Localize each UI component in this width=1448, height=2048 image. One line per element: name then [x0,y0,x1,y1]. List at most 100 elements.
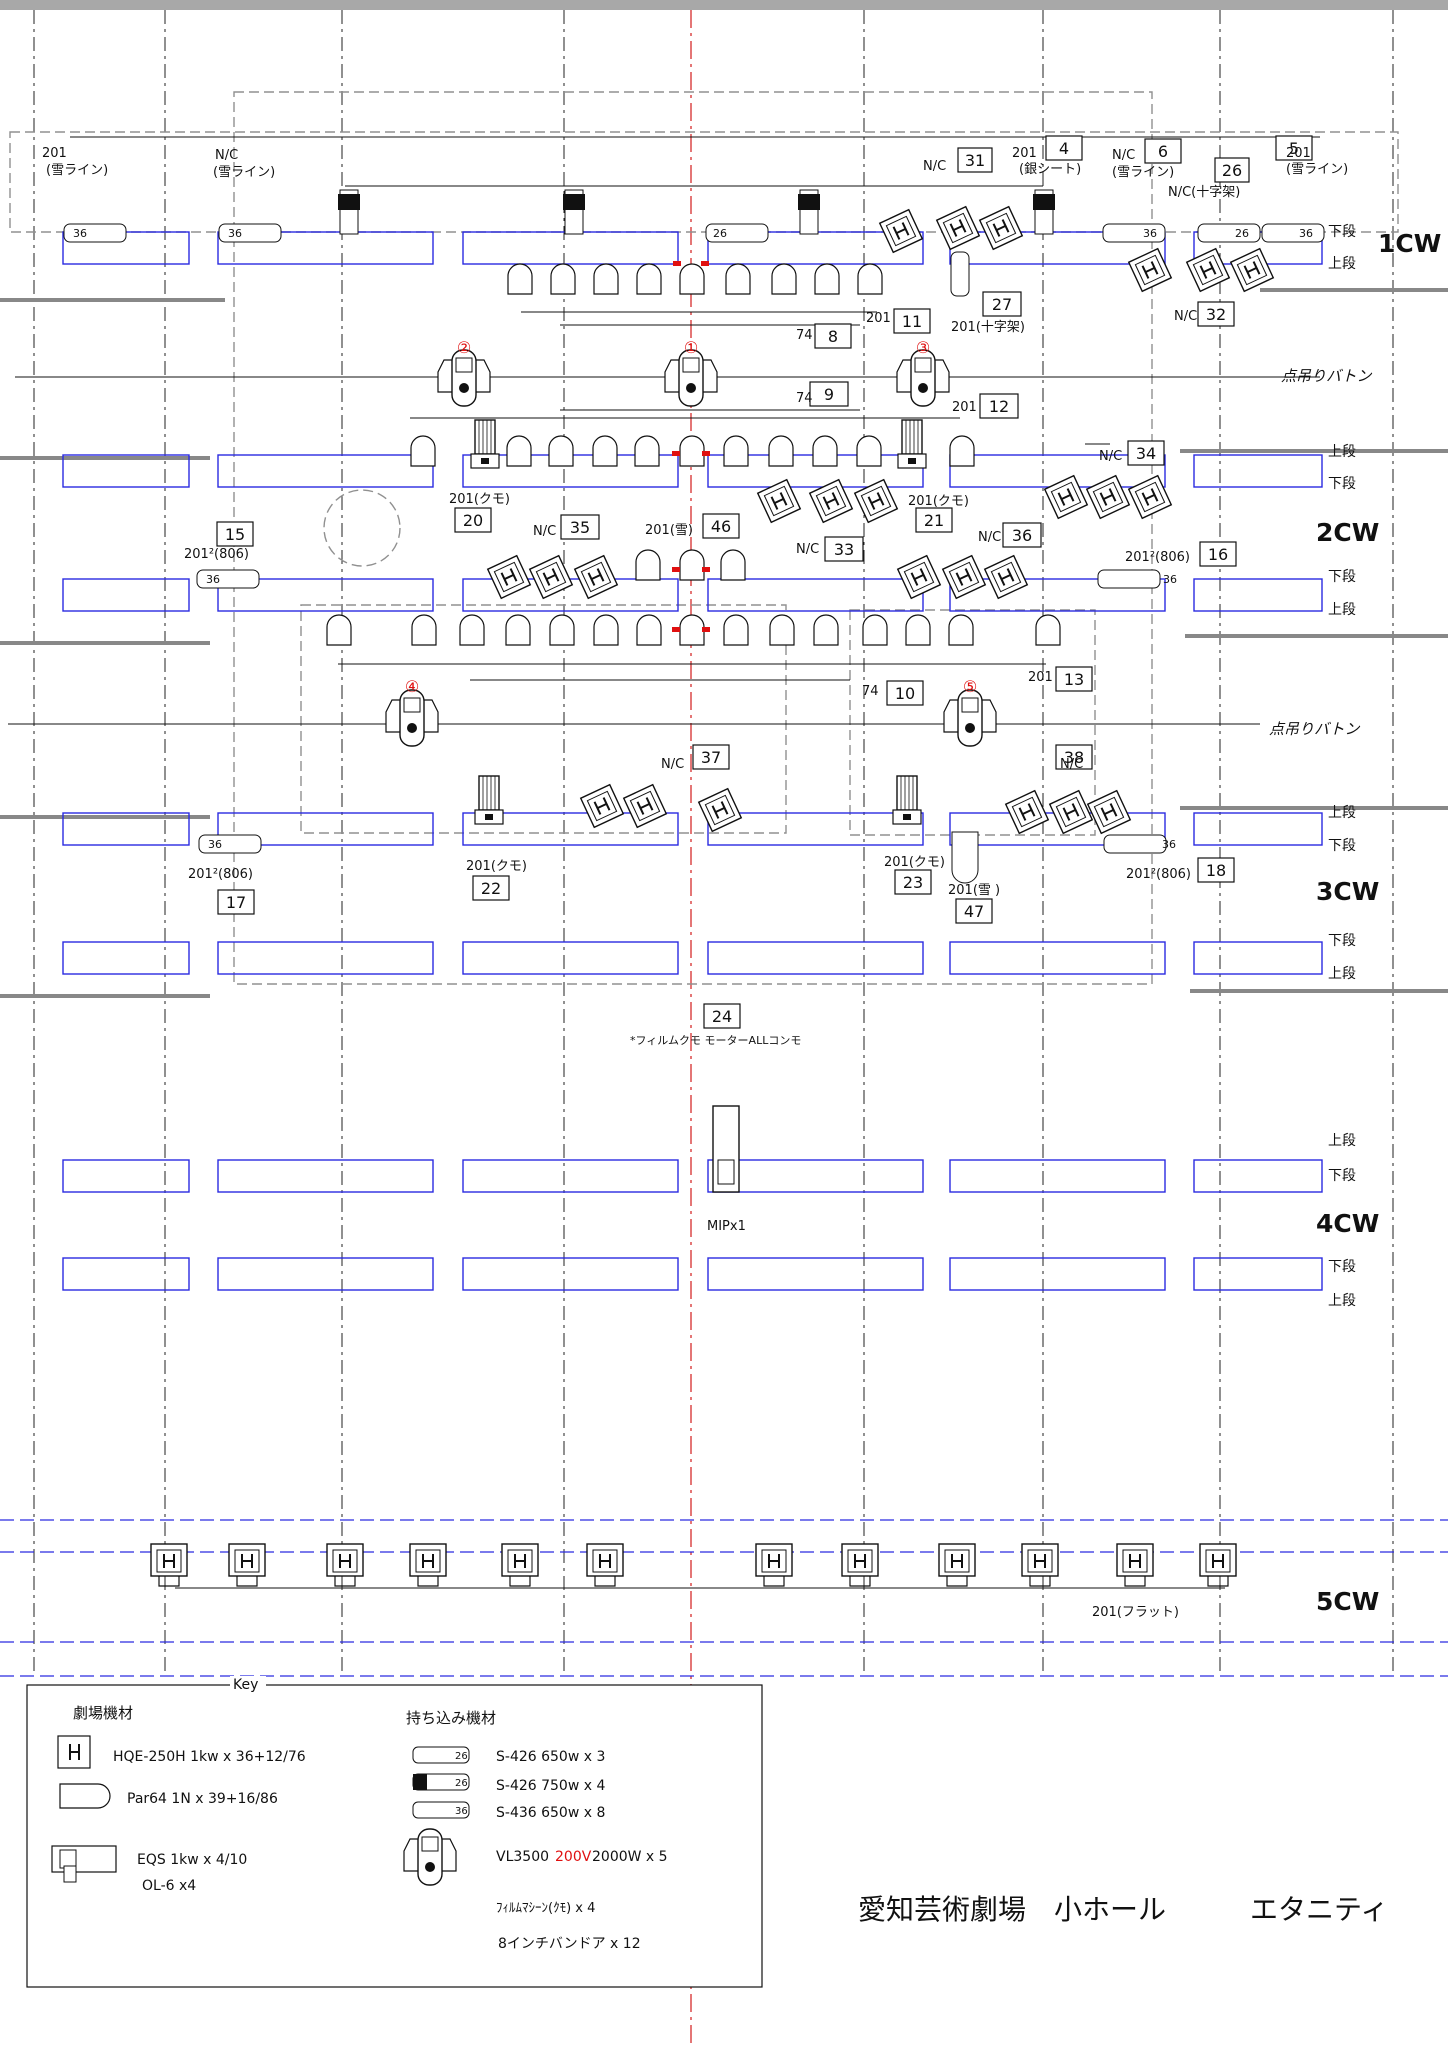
svg-text:④: ④ [405,677,419,696]
svg-text:②: ② [457,338,471,357]
par64-row-2cw-lower [326,614,1061,646]
svg-text:(雪ライン): (雪ライン) [46,163,108,178]
svg-text:36: 36 [1143,227,1157,240]
par64-row-2cw-mid [635,549,746,581]
center-markers [672,261,710,632]
svg-text:74: 74 [862,684,879,699]
svg-text:上段: 上段 [1328,1133,1356,1149]
svg-text:201: 201 [952,400,977,415]
svg-text:36: 36 [1299,227,1313,240]
svg-text:22: 22 [481,879,501,898]
gray-stubs [0,288,1448,998]
title: 愛知芸術劇場 小ホール エタニティ [858,1893,1388,1926]
svg-text:201: 201 [1286,146,1311,161]
svg-text:N/C: N/C [661,757,684,772]
svg-text:20: 20 [463,511,483,530]
svg-text:N/C: N/C [533,524,556,539]
svg-text:10: 10 [895,684,915,703]
svg-text:26: 26 [455,1751,468,1762]
hqe-fixture-icon [57,1735,91,1769]
svg-text:24: 24 [712,1007,732,1026]
par64-row-1cw [507,263,883,295]
svg-text:9: 9 [824,385,834,404]
svg-text:46: 46 [711,517,731,536]
svg-text:⑤: ⑤ [963,677,977,696]
svg-text:下段: 下段 [1328,569,1356,585]
svg-text:201: 201 [1028,670,1053,685]
svg-text:3CW: 3CW [1316,877,1379,906]
svg-text:N/C: N/C [1060,757,1083,772]
svg-text:36: 36 [208,838,222,851]
svg-text:74: 74 [796,391,813,406]
svg-text:6: 6 [1158,142,1168,161]
svg-text:201: 201 [1012,146,1037,161]
svg-text:OL-6 x4: OL-6 x4 [142,1878,196,1894]
svg-text:上段: 上段 [1328,966,1356,982]
svg-text:①: ① [684,338,698,357]
svg-text:201(雪 ): 201(雪 ) [948,883,1000,898]
svg-text:31: 31 [965,151,985,170]
svg-text:上段: 上段 [1328,805,1356,821]
batten-rectangles [62,231,1323,1291]
svg-text:S-426 750w x 4: S-426 750w x 4 [496,1778,605,1794]
svg-text:201²(806): 201²(806) [188,867,253,882]
svg-text:上段: 上段 [1328,256,1356,272]
svg-text:N/C: N/C [796,542,819,557]
row-labels: 1CW 2CW 3CW 4CW 5CW [1316,229,1441,1616]
svg-text:HQE-250H 1kw x 36+12/76: HQE-250H 1kw x 36+12/76 [113,1749,306,1765]
svg-text:上段: 上段 [1328,1293,1356,1309]
svg-text:201²(806): 201²(806) [1126,867,1191,882]
svg-text:③: ③ [916,338,930,357]
svg-text:13: 13 [1064,670,1084,689]
svg-text:8: 8 [828,327,838,346]
svg-text:36: 36 [1012,526,1032,545]
svg-text:36: 36 [206,573,220,586]
svg-text:S-426 650w x 3: S-426 650w x 3 [496,1749,605,1765]
svg-text:(雪ライン): (雪ライン) [1112,165,1174,180]
top-border [0,0,1448,10]
svg-text:(雪ライン): (雪ライン) [1286,162,1348,177]
svg-text:35: 35 [570,518,590,537]
s426-icon: 26 26 [412,1746,470,1791]
svg-text:36: 36 [455,1806,468,1817]
circuit-lines [8,136,1320,1589]
hqe-fixtures-5cw [150,1543,1237,1587]
svg-text:47: 47 [964,902,984,921]
svg-text:5CW: 5CW [1316,1587,1379,1616]
svg-text:200V: 200V [555,1849,592,1865]
svg-text:上段: 上段 [1328,602,1356,618]
svg-text:VL3500: VL3500 [496,1849,549,1865]
svg-text:ﾌｨﾙﾑﾏｼｰﾝ(ｸﾓ) x 4: ﾌｨﾙﾑﾏｼｰﾝ(ｸﾓ) x 4 [496,1901,595,1916]
svg-text:26: 26 [1222,161,1242,180]
svg-text:37: 37 [701,748,721,767]
svg-text:27: 27 [992,295,1012,314]
legend-house-title: 劇場機材 [73,1704,133,1722]
svg-text:下段: 下段 [1328,1168,1356,1184]
svg-text:26: 26 [713,227,727,240]
s-instruments [63,189,1325,1193]
hqe-fixtures [486,205,1275,835]
svg-text:下段: 下段 [1328,838,1356,854]
svg-text:36: 36 [73,227,87,240]
svg-text:点吊りバトン: 点吊りバトン [1281,367,1372,385]
svg-text:2000W x 5: 2000W x 5 [592,1849,668,1865]
instrument-numbers: 36 36 26 36 26 36 36 36 36 36 [73,227,1313,851]
svg-text:38: 38 [1064,748,1084,767]
svg-text:MIPx1: MIPx1 [707,1219,746,1234]
svg-text:201(十字架): 201(十字架) [951,320,1025,335]
svg-text:*フィルムクモ モーターALLコンモ: *フィルムクモ モーターALLコンモ [630,1034,801,1047]
box-numbers: 4 5 6 31 26 8 11 9 12 27 32 20 21 34 35 … [225,139,1299,1026]
svg-text:201(雪): 201(雪) [645,523,693,538]
film-machine-icon: ﾌｨﾙﾑﾏｼｰﾝ(ｸﾓ) x 4 [496,1901,595,1916]
svg-text:201: 201 [866,311,891,326]
tier-labels: 下段 上段 上段 下段 下段 上段 上段 下段 下段 上段 上段 下段 下段 上… [1328,224,1356,1309]
svg-text:下段: 下段 [1328,933,1356,949]
svg-text:N/C: N/C [1099,449,1122,464]
svg-text:201(クモ): 201(クモ) [884,855,945,870]
svg-text:下段: 下段 [1328,1259,1356,1275]
svg-text:(雪ライン): (雪ライン) [213,165,275,180]
vl-numbers: ② ① ③ ④ ⑤ [405,338,977,696]
svg-text:下段: 下段 [1328,476,1356,492]
s436-icon: 36 [412,1801,470,1819]
svg-text:74: 74 [796,328,813,343]
